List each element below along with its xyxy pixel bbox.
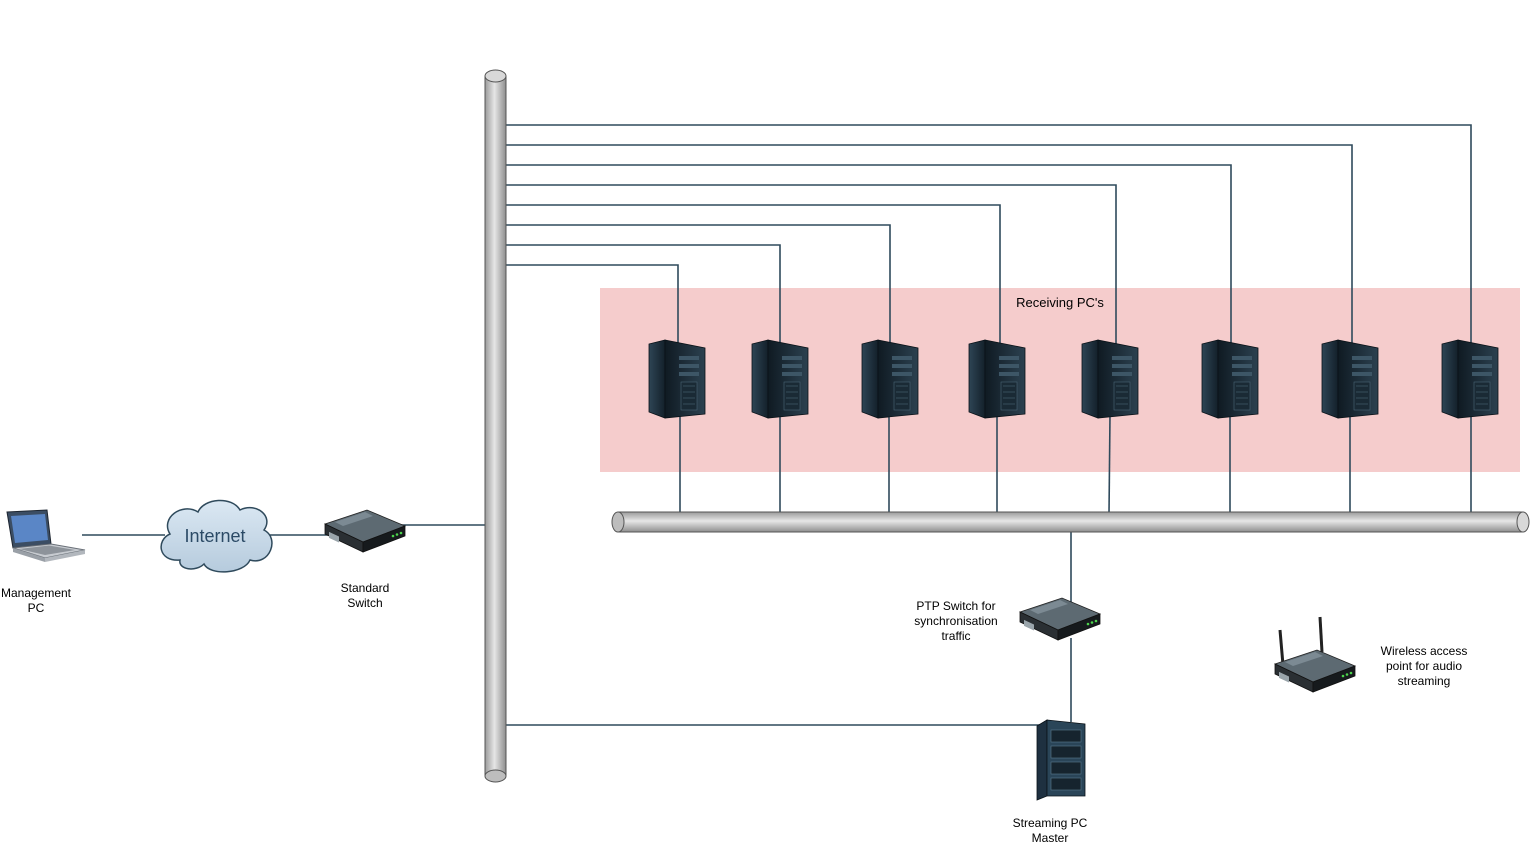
ptp-bus xyxy=(611,511,1530,533)
server-tower-icon xyxy=(648,339,706,419)
server-tower-icon xyxy=(1321,339,1379,419)
wireless-ap-label: Wireless access point for audio streamin… xyxy=(1380,644,1468,688)
receiving-pcs-label: Receiving PC's xyxy=(1016,295,1104,310)
server-tower-icon xyxy=(751,339,809,419)
ptp-switch-label: PTP Switch for synchronisation traffic xyxy=(914,599,998,643)
management-pc-label: Management PC xyxy=(0,586,72,615)
connection-lines xyxy=(82,124,1472,726)
server-tower-icon xyxy=(1081,339,1139,419)
server-tower-icon xyxy=(1441,339,1499,419)
streaming-pc-master-label: Streaming PC Master xyxy=(1012,816,1088,845)
cloud-icon: Internet xyxy=(160,499,273,573)
standard-switch-icon xyxy=(324,509,406,553)
cloud-label: Internet xyxy=(184,526,245,546)
laptop-icon xyxy=(6,509,86,562)
receiving-pcs-group xyxy=(600,288,1520,472)
ptp-switch-icon xyxy=(1019,597,1101,641)
server-rack-icon xyxy=(1036,719,1086,801)
backbone-bus xyxy=(484,69,507,783)
server-tower-icon xyxy=(968,339,1026,419)
standard-switch-label: Standard Switch xyxy=(340,581,390,610)
server-tower-icon xyxy=(861,339,919,419)
server-tower-icon xyxy=(1201,339,1259,419)
wireless-router-icon xyxy=(1274,616,1356,693)
